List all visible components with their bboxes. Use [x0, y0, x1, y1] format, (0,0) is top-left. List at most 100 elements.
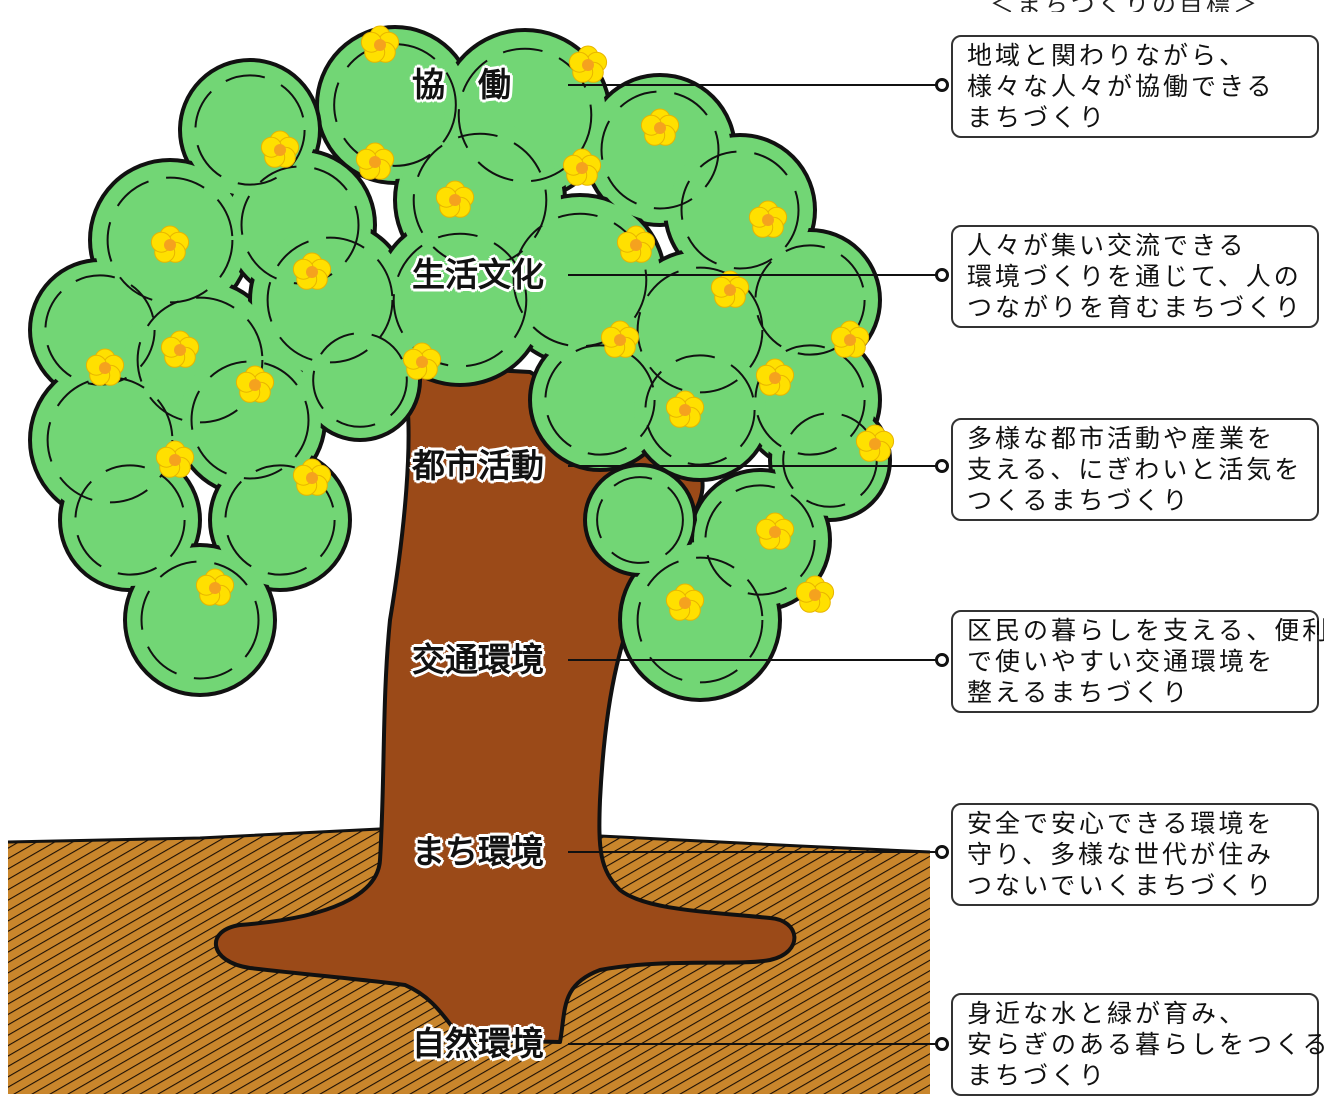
goal-text-line: 整えるまちづくり [967, 678, 1191, 707]
foliage-sketch-stroke [312, 332, 408, 428]
foliage-sketch-stroke [190, 360, 310, 480]
goal-text-line: 様々な人々が協働できる [967, 72, 1275, 101]
flowers [85, 25, 895, 621]
foliage-sketch-stroke [704, 484, 816, 596]
goal-text-line: 環境づくりを通じて、人の [967, 262, 1302, 291]
flower [85, 348, 125, 386]
flower [616, 225, 656, 263]
goal-text-line: 身近な水と緑が育み、 [967, 999, 1248, 1028]
foliage-sketch-stroke [680, 150, 800, 270]
foliage-sketch-stroke [636, 556, 764, 684]
goal-text-line: 地域と関わりながら、 [967, 41, 1248, 70]
flower [710, 270, 750, 308]
foliage-fill [774, 404, 886, 516]
goal-box: 身近な水と緑が育み、安らぎのある暮らしをつくるまちづくり [951, 993, 1324, 1096]
flower [562, 148, 602, 186]
foliage-fill [589, 469, 691, 571]
flower [195, 568, 235, 606]
tree-label: 交通環境 [412, 640, 544, 679]
connector-dot [935, 78, 949, 92]
foliage-sketch-stroke [644, 354, 756, 466]
flower [292, 458, 332, 496]
foliage-sketch-stroke [224, 464, 336, 576]
connector-lines [568, 78, 949, 1051]
flower [600, 320, 640, 358]
foliage-sketch-stroke [457, 47, 593, 183]
goal-box: 安全で安心できる環境を守り、多様な世代が住みつないでいくまちづくり [951, 803, 1319, 906]
goal-text-line: まちづくり [967, 103, 1108, 132]
goal-text-line: 支える、にぎわいと活気を [967, 455, 1303, 484]
foliage-fill [624, 544, 776, 696]
goal-text-line: つくるまちづくり [967, 486, 1191, 515]
flower [355, 142, 395, 180]
foliage-fill [129, 549, 271, 691]
goal-text-line: 守り、多様な世代が住み [967, 840, 1275, 869]
foliage-sketch-stroke [636, 266, 764, 394]
flower [360, 25, 400, 63]
goal-box: 多様な都市活動や産業を支える、にぎわいと活気をつくるまちづくり [951, 418, 1319, 521]
goal-text-line: 多様な都市活動や産業を [967, 424, 1276, 453]
foliage-sketch-stroke [194, 74, 306, 186]
foliage-sketch-stroke [106, 176, 234, 304]
flower [755, 512, 795, 550]
flower [235, 365, 275, 403]
goal-text-line: 安らぎのある暮らしをつくる [967, 1030, 1324, 1059]
flower [665, 583, 705, 621]
flower [160, 330, 200, 368]
foliage-fill [379, 219, 541, 381]
goal-text-line: 人々が集い交流できる [967, 231, 1247, 260]
connector-dot [935, 459, 949, 473]
connector-dot [935, 653, 949, 667]
foliage-sketch-stroke [600, 90, 720, 210]
goal-text-line: で使いやすい交通環境を [967, 647, 1276, 676]
foliage-sketch-stroke [140, 560, 260, 680]
foliage-sketch-stroke [544, 344, 656, 456]
tree-label: まち環境 [412, 832, 544, 871]
flower [830, 320, 870, 358]
flower [155, 440, 195, 478]
goal-box: 人々が集い交流できる環境づくりを通じて、人のつながりを育むまちづくり [951, 225, 1319, 328]
foliage-fill [304, 324, 416, 436]
foliage-sketch-stroke [392, 232, 528, 368]
flower [755, 358, 795, 396]
foliage-sketch-stroke [754, 344, 866, 456]
flower [435, 180, 475, 218]
foliage-sketch-stroke [136, 296, 264, 424]
flower [402, 342, 442, 380]
goal-box: 地域と関わりながら、様々な人々が協働できるまちづくり [951, 35, 1319, 138]
flower [748, 200, 788, 238]
foliage-outline-strokes [44, 43, 878, 684]
foliage-sketch-stroke [512, 212, 648, 348]
goal-text-line: 安全で安心できる環境を [967, 809, 1275, 838]
tree-label: 協 働 [412, 65, 511, 104]
flower [568, 45, 608, 83]
flower [855, 424, 895, 462]
goal-text-line: まちづくり [967, 1061, 1108, 1090]
flower [795, 575, 835, 613]
connector-dot [935, 845, 949, 859]
connector-dot [935, 268, 949, 282]
flower [292, 252, 332, 290]
foliage-sketch-stroke [74, 464, 186, 576]
foliage-fill [534, 334, 666, 466]
goal-text-line: つながりを育むまちづくり [967, 293, 1304, 322]
goal-text-line: つないでいくまちづくり [967, 871, 1275, 900]
flower [150, 225, 190, 263]
tree-label: 生活文化 [412, 255, 544, 294]
foliage-sketch-stroke [266, 236, 394, 364]
foliage-sketch-stroke [596, 476, 684, 564]
flower [665, 390, 705, 428]
foliage-fill [64, 454, 196, 586]
tree-label: 自然環境 [412, 1024, 544, 1063]
foliage-sketch-stroke [333, 43, 457, 167]
page-title: ＜まちづくりの目標＞ [990, 0, 1290, 12]
goal-box: 区民の暮らしを支える、便利で使いやすい交通環境を整えるまちづくり [951, 610, 1324, 713]
connector-dot [935, 1037, 949, 1051]
tree-label: 都市活動 [412, 446, 544, 485]
foliage-sketch-stroke [754, 244, 866, 356]
goal-text-line: 区民の暮らしを支える、便利 [967, 616, 1324, 645]
foliage-sketch-stroke [412, 132, 548, 268]
flower [640, 108, 680, 146]
flower [260, 130, 300, 168]
